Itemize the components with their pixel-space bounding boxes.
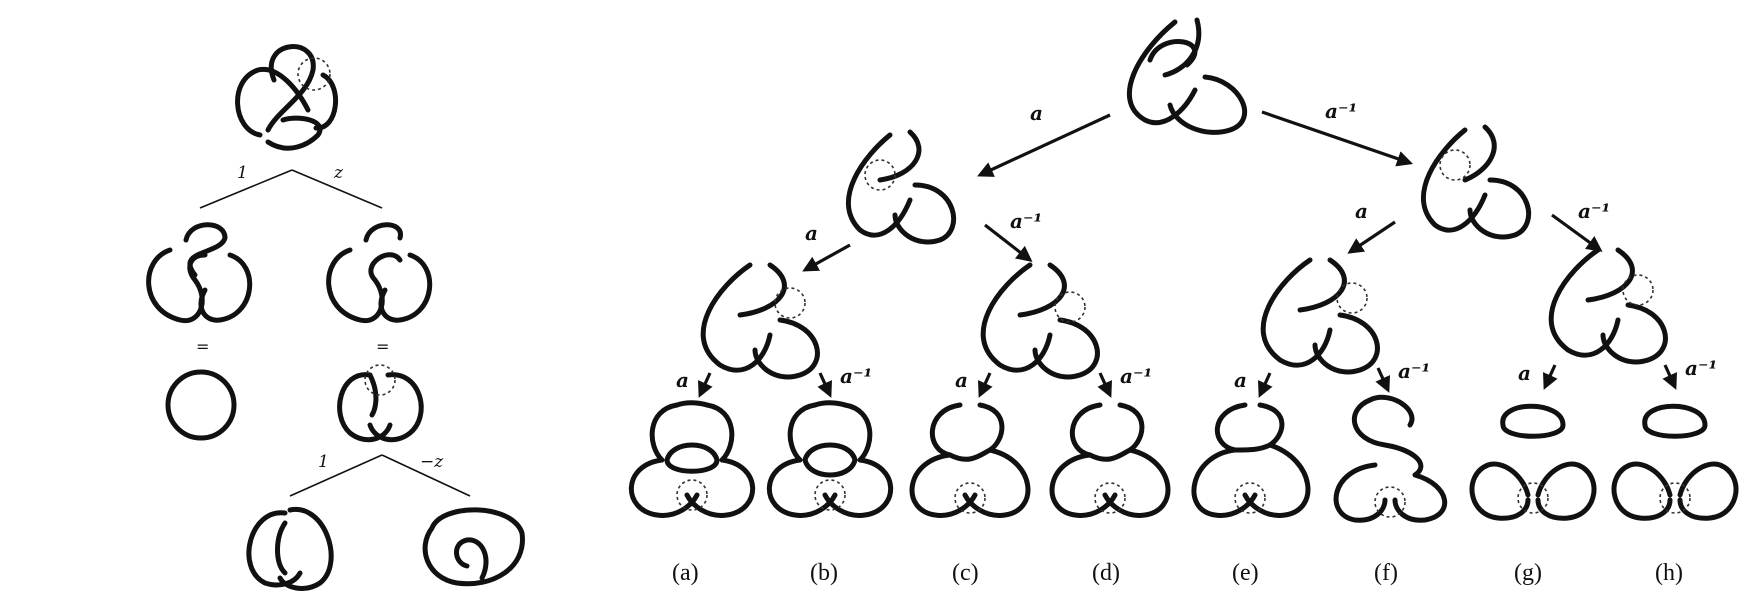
crossing-circle-marker [676,479,708,511]
caption-a: (a) [672,560,699,586]
leaf-knot-f [1333,394,1448,523]
left-bottom-link-2 [422,507,525,587]
caption-h: (h) [1655,560,1683,586]
crossing-circle-marker [864,159,896,191]
left-bottom-link-1 [246,507,334,591]
left-link-knot [337,364,424,443]
leaf-knot-c [909,402,1031,518]
crossing-circle-marker [1622,274,1654,306]
crossing-circle-marker [1439,149,1471,181]
leaf-knot-e [1191,402,1311,518]
arrow-a-inverse [1097,372,1112,398]
arrow-label-a-inverse: a⁻¹ [1120,364,1152,388]
caption-b: (b) [810,560,838,586]
caption-f: (f) [1374,560,1398,586]
crossing-circle-marker [1336,282,1368,314]
arrow-label-a: a [1234,368,1247,392]
leaf-knot-g [1469,403,1597,521]
arrow-a-inverse [984,223,1033,262]
arrow-label-a-inverse: a⁻¹ [1398,359,1430,383]
arrow-label-a-inverse: a⁻¹ [1010,209,1042,233]
right-level3-knot-1 [700,262,820,380]
arrow-label-a: a [955,368,968,392]
crossing-circle-marker [1659,482,1691,514]
tree-edge [291,169,383,209]
equals-sign: = [376,337,389,356]
arrow-a-inverse [817,372,832,398]
crossing-circle-marker [774,287,806,319]
caption-d: (d) [1092,560,1120,586]
edge-label: 1 [318,452,329,472]
arrow-label-a-inverse: a⁻¹ [1325,99,1357,123]
leaf-knot-a [628,400,756,518]
arrow-a [1347,220,1396,254]
arrow-label-a: a [676,368,689,392]
right-level3-knot-4 [1548,247,1668,365]
arrow-label-a: a [1355,199,1368,223]
edge-label: z [333,163,344,183]
crossing-circle-marker [814,479,846,511]
left-root-trefoil [235,44,339,151]
arrow-a-inverse [1261,110,1414,167]
caption-g: (g) [1514,560,1542,586]
left-level2-knot-left [146,222,253,324]
crossing-circle-marker [1054,291,1086,323]
right-level2-knot-left [846,129,957,245]
equals-sign: = [196,337,209,356]
arrow-a [698,372,713,398]
unknot [165,369,237,441]
edge-label: 1 [237,163,248,183]
tree-edge [381,454,471,497]
arrow-label-a-inverse: a⁻¹ [1685,356,1717,380]
crossing-circle-marker [1374,486,1406,518]
arrow-a [802,243,851,272]
right-root-trefoil [1126,17,1248,135]
caption-c: (c) [952,560,979,586]
right-level3-knot-2 [980,262,1100,380]
arrow-label-a: a [1030,101,1043,125]
right-binary-tree: a a⁻¹ a a⁻¹ a a⁻¹ [628,17,1739,586]
left-skein-tree: 1 z = = 1 −z [146,44,525,591]
leaf-knot-h [1611,403,1739,521]
crossing-circle-marker [1517,482,1549,514]
arrow-label-a: a [805,221,818,245]
arrow-label-a-inverse: a⁻¹ [840,364,872,388]
arrow-a-inverse [1551,213,1603,252]
arrow-a-inverse [1662,364,1677,390]
crossing-circle-marker [1094,482,1126,514]
leaf-knot-d [1049,402,1171,518]
tree-edge [289,454,383,497]
crossing-circle-marker [1234,482,1266,514]
crossing-circle-marker [364,364,396,396]
leaf-knot-b [766,400,894,518]
arrow-a [977,113,1111,177]
caption-e: (e) [1232,560,1259,586]
arrow-a [1258,372,1273,398]
tree-edge [199,169,293,209]
crossing-circle-marker [954,482,986,514]
left-level2-knot-right [326,222,433,324]
crossing-circle-marker [297,57,331,91]
arrow-a [978,372,993,398]
arrow-a [1543,364,1558,390]
arrow-label-a: a [1518,361,1531,385]
arrow-label-a-inverse: a⁻¹ [1578,199,1610,223]
right-level2-knot-right [1421,124,1532,240]
edge-label: −z [420,452,444,472]
right-level3-knot-3 [1260,257,1380,375]
arrow-a-inverse [1375,367,1390,393]
